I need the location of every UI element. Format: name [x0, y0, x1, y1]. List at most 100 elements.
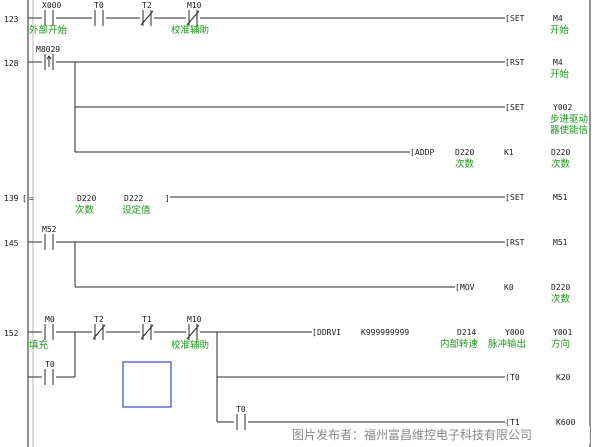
contact-m0[interactable]: M0 填充: [29, 315, 56, 351]
svg-text:填充: 填充: [29, 339, 49, 351]
svg-text:开始: 开始: [550, 68, 570, 80]
svg-text:[: [: [410, 148, 415, 157]
svg-text:开始: 开始: [550, 24, 570, 36]
svg-text:[: [: [455, 283, 460, 292]
svg-text:次数: 次数: [551, 158, 571, 170]
instruction-ddrvi[interactable]: [ DDRVI K999999999 D214 内部转速 Y000 脉冲输出 Y…: [312, 328, 572, 350]
svg-text:[: [: [505, 193, 510, 202]
instruction-mov[interactable]: [ MOV K0 D220 次数: [455, 283, 571, 305]
svg-text:[: [: [312, 328, 317, 337]
instruction-addp[interactable]: [ ADDP D220 次数 K1 D220 次数: [410, 148, 571, 170]
svg-text:[: [: [505, 103, 510, 112]
svg-text:[: [: [505, 14, 510, 23]
rung-145[interactable]: 145 M52 [ RST M51 [ MOV K0 D220 次数: [4, 225, 571, 305]
rung-123[interactable]: 123 X000 外部开始 T0 T2 M10 校准辅助: [4, 1, 570, 36]
svg-text:[: [: [505, 58, 510, 67]
instruction-timer-t1[interactable]: ( T1 K600: [505, 418, 575, 427]
svg-text:T1: T1: [142, 315, 152, 324]
svg-text:次数: 次数: [551, 293, 571, 305]
svg-text:X000: X000: [42, 1, 61, 10]
svg-text:D220: D220: [551, 148, 570, 157]
svg-text:T0: T0: [45, 360, 55, 369]
svg-text:步进驱动: 步进驱动: [550, 114, 588, 125]
step-number: 123: [4, 15, 19, 24]
svg-text:K20: K20: [556, 373, 571, 382]
svg-text:M51: M51: [553, 238, 568, 247]
contact-m8029-pulse[interactable]: M8029: [36, 45, 60, 70]
svg-text:校准辅助: 校准辅助: [171, 339, 209, 351]
compare-block[interactable]: [ = D220 次数 D222 设定值 ]: [22, 194, 170, 216]
rung-128[interactable]: 128 M8029 [ RST M4 开始 [ SET Y002 步进驱动 器使…: [4, 45, 588, 170]
instruction-rst-m51[interactable]: [ RST M51: [505, 238, 568, 247]
instruction-set-y002[interactable]: [ SET Y002 步进驱动 器使能信: [505, 103, 588, 136]
svg-text:器使能信: 器使能信: [550, 124, 588, 136]
contact-comment: 校准辅助: [171, 24, 209, 36]
instruction-set-m51[interactable]: [ SET M51: [505, 193, 568, 202]
contact-t0[interactable]: T0: [92, 1, 106, 26]
svg-text:设定值: 设定值: [122, 204, 151, 216]
step-number: 128: [4, 59, 19, 68]
step-number: 145: [4, 239, 19, 248]
svg-text:T1: T1: [510, 418, 520, 427]
contact-t2-nc[interactable]: T2: [140, 1, 154, 26]
svg-text:RST: RST: [510, 238, 525, 247]
svg-text:(: (: [505, 418, 510, 427]
svg-text:次数: 次数: [75, 204, 95, 216]
svg-text:[: [: [505, 238, 510, 247]
contact-t2-nc[interactable]: T2: [92, 315, 106, 340]
rung-139[interactable]: 139 [ = D220 次数 D222 设定值 ] [ SET M51: [4, 193, 568, 216]
svg-text:M4: M4: [553, 58, 563, 67]
svg-text:T2: T2: [94, 315, 104, 324]
contact-m10-nc[interactable]: M10 校准辅助: [171, 1, 209, 36]
svg-text:Y002: Y002: [553, 103, 572, 112]
svg-text:K1: K1: [504, 148, 514, 157]
svg-text:脉冲输出: 脉冲输出: [488, 338, 526, 350]
svg-text:=: =: [29, 194, 34, 203]
contact-m52[interactable]: M52: [42, 225, 57, 250]
svg-text:K0: K0: [504, 283, 514, 292]
instruction-rst-m4[interactable]: [ RST M4 开始: [505, 58, 570, 80]
instruction-set-m4[interactable]: [ SET M4 开始: [505, 14, 570, 36]
contact-t0-parallel[interactable]: T0: [42, 360, 56, 385]
svg-text:内部转速: 内部转速: [440, 338, 479, 350]
svg-text:M4: M4: [553, 14, 563, 23]
svg-text:[: [: [22, 194, 27, 203]
instruction-timer-t0[interactable]: ( T0 K20: [505, 373, 571, 382]
svg-text:Y001: Y001: [553, 328, 572, 337]
svg-text:(: (: [505, 373, 510, 382]
svg-text:DDRVI: DDRVI: [317, 328, 341, 337]
svg-text:D220: D220: [551, 283, 570, 292]
svg-text:MOV: MOV: [460, 283, 475, 292]
step-number: 139: [4, 194, 19, 203]
selection-cursor[interactable]: [122, 361, 172, 408]
watermark: 图片发布者：福州富昌维控电子科技有限公司: [292, 427, 532, 442]
svg-text:Y000: Y000: [505, 328, 524, 337]
svg-text:SET: SET: [510, 103, 525, 112]
svg-text:方向: 方向: [551, 338, 570, 350]
svg-text:M51: M51: [553, 193, 568, 202]
contact-m10-nc[interactable]: M10 校准辅助: [171, 315, 209, 351]
svg-text:SET: SET: [510, 14, 525, 23]
contact-comment: 外部开始: [29, 24, 68, 36]
rung-152[interactable]: 152 M0 填充 T2 T1 M10 校准辅助: [4, 315, 575, 430]
svg-text:T0: T0: [236, 405, 246, 414]
svg-text:D214: D214: [457, 328, 476, 337]
svg-text:]: ]: [165, 194, 170, 203]
svg-text:T0: T0: [94, 1, 104, 10]
svg-text:M10: M10: [187, 1, 202, 10]
svg-text:T2: T2: [142, 1, 152, 10]
svg-text:D220: D220: [455, 148, 474, 157]
svg-text:K600: K600: [556, 418, 575, 427]
contact-t0-timer-branch[interactable]: T0: [234, 405, 248, 430]
svg-text:M0: M0: [45, 315, 55, 324]
svg-text:T0: T0: [510, 373, 520, 382]
contact-t1-nc[interactable]: T1: [140, 315, 154, 340]
svg-text:M10: M10: [187, 315, 202, 324]
svg-text:RST: RST: [510, 58, 525, 67]
svg-text:D222: D222: [124, 194, 143, 203]
contact-x000[interactable]: X000 外部开始: [29, 1, 68, 36]
svg-text:M52: M52: [42, 225, 57, 234]
svg-text:D220: D220: [77, 194, 96, 203]
svg-text:M8029: M8029: [36, 45, 60, 54]
